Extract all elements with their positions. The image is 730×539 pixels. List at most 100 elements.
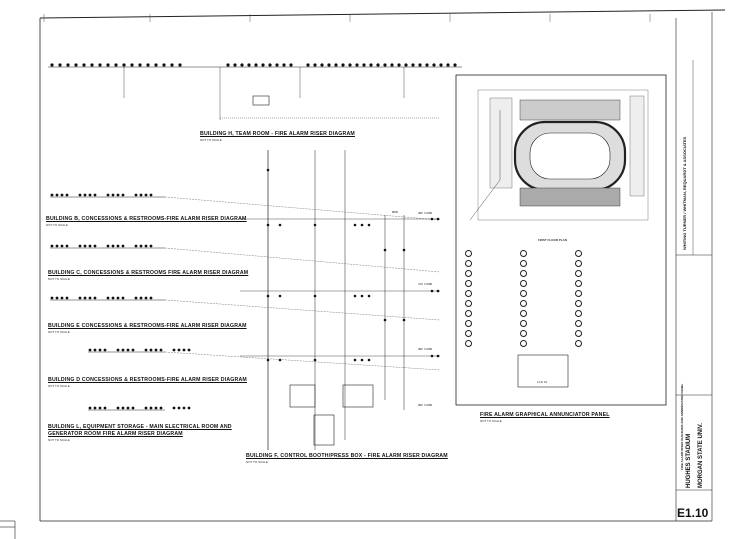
legend-symbol	[575, 290, 582, 297]
device-symbol	[313, 63, 317, 67]
legend-symbol	[520, 340, 527, 347]
device-symbol	[170, 63, 174, 67]
building-l-title-1: BUILDING L, EQUIPMENT STORAGE - MAIN ELE…	[48, 424, 232, 430]
device-symbol	[50, 193, 54, 197]
device-symbol	[439, 63, 443, 67]
device-symbol	[93, 193, 97, 197]
device-symbol	[162, 63, 166, 67]
device-symbol	[404, 63, 408, 67]
legend-symbol	[575, 320, 582, 327]
device-symbol	[159, 406, 163, 410]
device-symbol	[65, 296, 69, 300]
building-e-scale: NOT TO SCALE	[48, 330, 70, 334]
device-symbol	[60, 193, 64, 197]
device-symbol	[178, 63, 182, 67]
device-symbol	[88, 193, 92, 197]
device-symbol	[430, 289, 434, 293]
device-symbol	[50, 296, 54, 300]
building-d-title: BUILDING D CONCESSIONS & RESTROOMS-FIRE …	[48, 377, 247, 383]
building-f-scale: NOT TO SCALE	[246, 460, 268, 464]
device-symbol	[106, 193, 110, 197]
device-symbol	[247, 63, 251, 67]
device-symbol	[131, 406, 135, 410]
sheet-title: FIRE ALARM RISER DIAGRAMS AND ANNUNCIATO…	[680, 383, 684, 470]
device-symbol	[383, 248, 387, 252]
device-symbol	[78, 193, 82, 197]
device-symbol	[55, 296, 59, 300]
legend-symbol	[465, 300, 472, 307]
legend-symbol	[465, 340, 472, 347]
device-symbol	[397, 63, 401, 67]
device-symbol	[348, 63, 352, 67]
device-symbol	[402, 318, 406, 322]
device-symbol	[58, 63, 62, 67]
device-symbol	[116, 348, 120, 352]
device-symbol	[172, 348, 176, 352]
device-symbol	[355, 63, 359, 67]
device-symbol	[362, 63, 366, 67]
device-symbol	[134, 193, 138, 197]
building-l-scale: NOT TO SCALE	[48, 438, 70, 442]
device-symbol	[430, 354, 434, 358]
device-symbol	[122, 63, 126, 67]
device-symbol	[240, 63, 244, 67]
device-symbol	[282, 63, 286, 67]
device-symbol	[266, 294, 270, 298]
device-symbol	[88, 406, 92, 410]
legend-symbol	[575, 300, 582, 307]
building-f-title: BUILDING F, CONTROL BOOTH/PRESS BOX - FI…	[246, 453, 448, 459]
building-b-scale: NOT TO SCALE	[46, 223, 68, 227]
device-symbol	[93, 348, 97, 352]
device-symbol	[327, 63, 331, 67]
device-symbol	[278, 358, 282, 362]
device-symbol	[254, 63, 258, 67]
device-symbol	[55, 193, 59, 197]
building-c-scale: NOT TO SCALE	[48, 277, 70, 281]
device-symbol	[367, 294, 371, 298]
floor-label-upper: 4TH FLOOR	[418, 283, 433, 286]
device-symbol	[353, 223, 357, 227]
device-symbol	[134, 244, 138, 248]
device-symbol	[187, 406, 191, 410]
legend-symbol	[520, 260, 527, 267]
device-symbol	[83, 244, 87, 248]
annunciator-panel	[455, 74, 667, 406]
legend-symbol	[520, 330, 527, 337]
device-symbol	[390, 63, 394, 67]
legend-symbol	[575, 310, 582, 317]
device-symbol	[268, 63, 272, 67]
legend-symbol	[520, 300, 527, 307]
device-symbol	[139, 193, 143, 197]
device-symbol	[65, 193, 69, 197]
device-symbol	[275, 63, 279, 67]
device-symbol	[98, 348, 102, 352]
legend-symbol	[575, 250, 582, 257]
device-symbol	[226, 63, 230, 67]
device-symbol	[106, 63, 110, 67]
grid-ticks	[43, 14, 651, 22]
building-h-title: BUILDING H, TEAM ROOM - FIRE ALARM RISER…	[200, 131, 355, 137]
legend-symbol	[575, 260, 582, 267]
device-symbol	[154, 406, 158, 410]
device-symbol	[446, 63, 450, 67]
device-symbol	[83, 296, 87, 300]
building-e-title: BUILDING E CONCESSIONS & RESTROOMS-FIRE …	[48, 323, 247, 329]
device-symbol	[418, 63, 422, 67]
building-d-scale: NOT TO SCALE	[48, 384, 70, 388]
device-symbol	[55, 244, 59, 248]
device-symbol	[149, 244, 153, 248]
device-symbol	[436, 217, 440, 221]
device-symbol	[139, 296, 143, 300]
legend-symbol	[465, 280, 472, 287]
device-symbol	[50, 63, 54, 67]
device-symbol	[111, 193, 115, 197]
legend-symbol	[465, 320, 472, 327]
device-symbol	[144, 244, 148, 248]
device-symbol	[353, 294, 357, 298]
device-symbol	[98, 406, 102, 410]
left-risers	[50, 193, 441, 411]
device-symbol	[103, 348, 107, 352]
building-h-devices	[50, 63, 457, 67]
device-symbol	[139, 244, 143, 248]
device-symbol	[313, 294, 317, 298]
